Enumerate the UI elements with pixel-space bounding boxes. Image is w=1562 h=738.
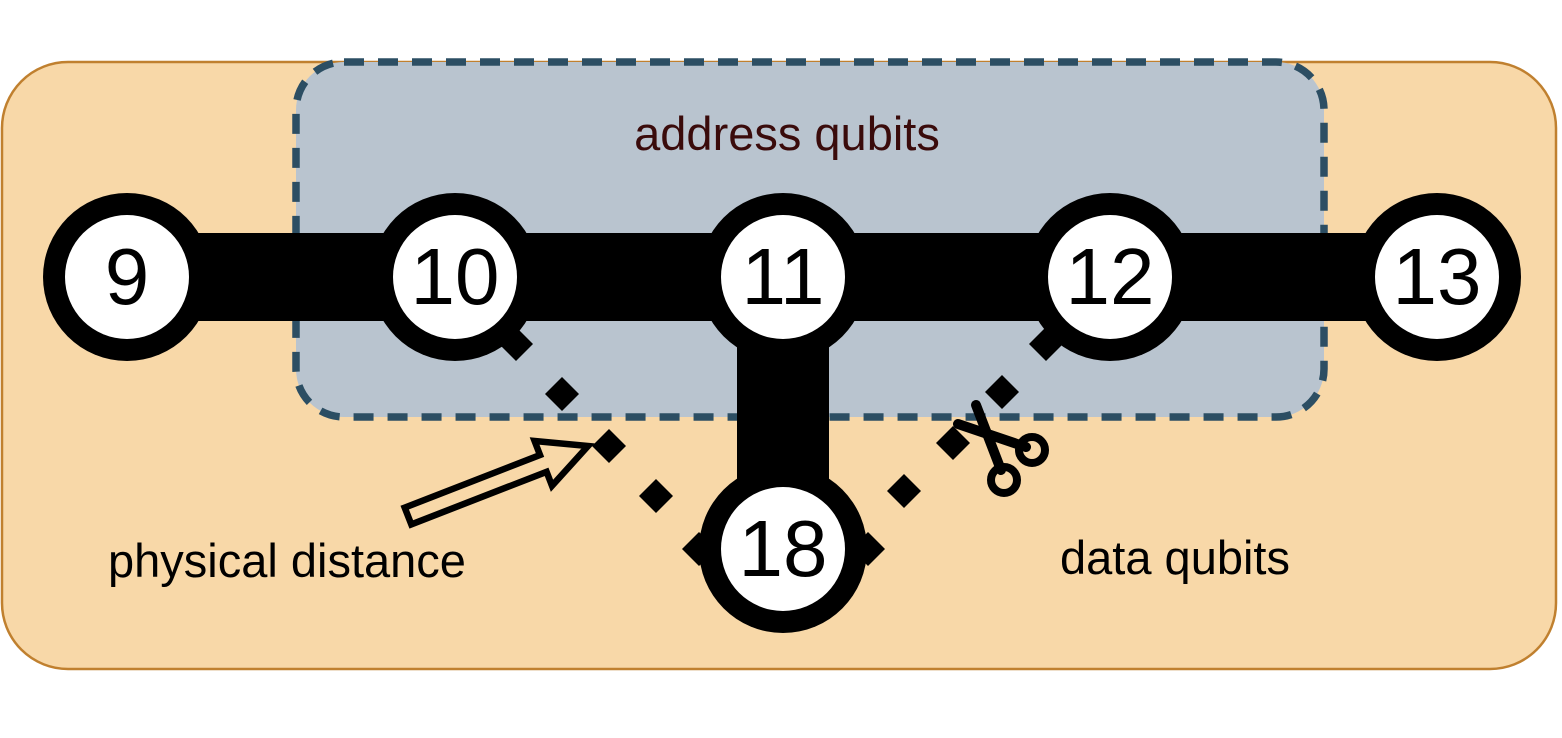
- node-label: 10: [411, 232, 500, 321]
- node-face: [1048, 215, 1172, 339]
- scissors-handle: [987, 463, 1021, 497]
- qubit-node-13: 13: [1353, 193, 1521, 361]
- physical-distance-label: physical distance: [108, 534, 466, 587]
- node-face: [65, 215, 189, 339]
- qubit-node-18: 18: [699, 465, 867, 633]
- scissors-blade: [953, 419, 1031, 452]
- diamond-marker: [887, 474, 921, 508]
- qubit-node-9: 9: [43, 193, 211, 361]
- node-face: [1375, 215, 1499, 339]
- diamond-marker: [545, 377, 579, 411]
- diamond-marker: [639, 479, 673, 513]
- diamond-marker: [592, 429, 626, 463]
- node-label: 11: [741, 232, 824, 321]
- node-face: [721, 487, 845, 611]
- node-label: 13: [1393, 232, 1482, 321]
- node-label: 18: [739, 504, 828, 593]
- block-arrow-icon: [400, 437, 595, 529]
- address-region-label: address qubits: [634, 107, 940, 160]
- node-face: [393, 215, 517, 339]
- scissors-icon: [953, 400, 1049, 497]
- diamond-marker: [936, 426, 970, 460]
- data-qubits-label: data qubits: [1060, 531, 1290, 584]
- node-label: 12: [1066, 232, 1155, 321]
- scissors-handle: [1015, 433, 1049, 467]
- diamond-marker: [985, 375, 1019, 409]
- qubit-node-12: 12: [1026, 193, 1194, 361]
- node-face: [721, 215, 845, 339]
- qubit-node-11: 11: [699, 193, 867, 361]
- qubit-node-10: 10: [371, 193, 539, 361]
- node-label: 9: [105, 232, 150, 321]
